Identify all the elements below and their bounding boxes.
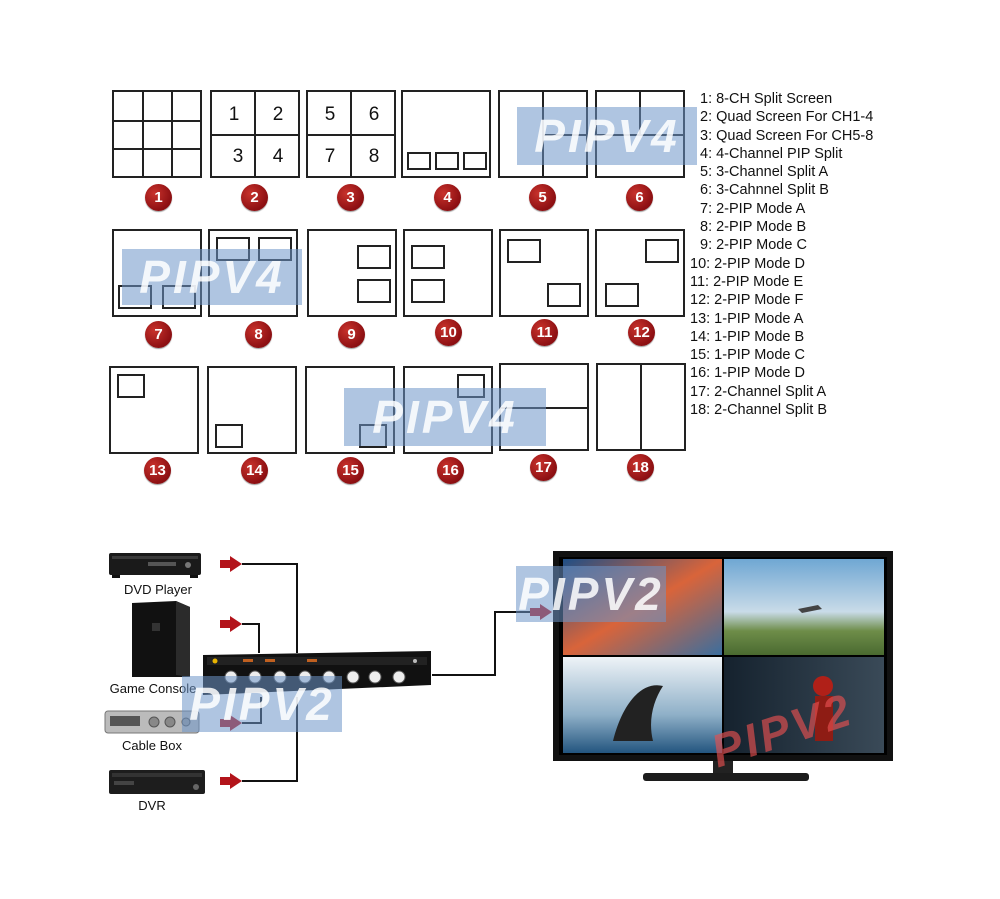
mode-badge-13: 13 bbox=[144, 457, 171, 484]
game-console-label: Game Console bbox=[109, 681, 197, 696]
legend-item: 17: 2-Channel Split A bbox=[690, 383, 827, 400]
mode-badge-5: 5 bbox=[529, 184, 556, 211]
mode-badge-4: 4 bbox=[434, 184, 461, 211]
mode-tile-10 bbox=[403, 229, 493, 317]
mode-tile-13 bbox=[109, 366, 199, 454]
mode-badge-1: 1 bbox=[145, 184, 172, 211]
legend-item: 14: 1-PIP Mode B bbox=[690, 328, 805, 345]
legend-item: 15: 1-PIP Mode C bbox=[690, 347, 805, 364]
mode-tile-11 bbox=[499, 229, 589, 317]
legend-item: 4: 4-Channel PIP Split bbox=[700, 145, 843, 162]
legend-item: 6: 3-Cahnnel Split B bbox=[700, 182, 829, 199]
mode-tile-3: 5 6 7 8 bbox=[306, 90, 396, 178]
dvd-player-icon bbox=[108, 550, 202, 578]
mode-badge-12: 12 bbox=[628, 319, 655, 346]
legend-item: 12: 2-PIP Mode F bbox=[690, 292, 804, 309]
mode-legend: 1: 8-CH Split Screen 2: Quad Screen For … bbox=[688, 90, 873, 419]
legend-item: 11: 2-PIP Mode E bbox=[690, 273, 804, 290]
watermark: PIPV2 bbox=[516, 566, 666, 622]
dvr-label: DVR bbox=[138, 798, 166, 813]
legend-item: 1: 8-CH Split Screen bbox=[700, 91, 833, 107]
mode-tile-1 bbox=[112, 90, 202, 178]
mode-badge-2: 2 bbox=[241, 184, 268, 211]
mode-badge-6: 6 bbox=[626, 184, 653, 211]
watermark: PIPV4 bbox=[122, 249, 302, 305]
mode-badge-14: 14 bbox=[241, 457, 268, 484]
legend-item: 16: 1-PIP Mode D bbox=[690, 365, 805, 382]
mode-badge-16: 16 bbox=[437, 457, 464, 484]
mode-tile-4 bbox=[401, 90, 491, 178]
mode-badge-11: 11 bbox=[531, 319, 558, 346]
watermark: PIPV4 bbox=[344, 388, 546, 446]
mode-badge-7: 7 bbox=[145, 321, 172, 348]
quad-number: 1 bbox=[228, 104, 240, 125]
cable-box-label: Cable Box bbox=[122, 738, 182, 753]
mode-badge-17: 17 bbox=[530, 454, 557, 481]
mode-badge-15: 15 bbox=[337, 457, 364, 484]
quad-number: 7 bbox=[324, 146, 336, 167]
quad-number: 3 bbox=[232, 146, 244, 167]
mode-badge-10: 10 bbox=[435, 319, 462, 346]
legend-item: 9: 2-PIP Mode C bbox=[700, 237, 807, 254]
legend-item: 2: Quad Screen For CH1-4 bbox=[700, 109, 874, 126]
mode-badge-18: 18 bbox=[627, 454, 654, 481]
mode-tile-2: 1 2 3 4 bbox=[210, 90, 300, 178]
arrow-right-icon bbox=[220, 616, 242, 632]
legend-item: 18: 2-Channel Split B bbox=[690, 402, 828, 419]
quad-number: 2 bbox=[272, 104, 284, 125]
watermark: PIPV2 bbox=[182, 676, 342, 732]
legend-item: 5: 3-Channel Split A bbox=[700, 164, 829, 181]
watermark: PIPV4 bbox=[517, 107, 697, 165]
dvr-icon bbox=[108, 767, 206, 797]
arrow-right-icon bbox=[220, 556, 242, 572]
mode-tile-14 bbox=[207, 366, 297, 454]
quad-number: 6 bbox=[368, 104, 380, 125]
quad-number: 5 bbox=[324, 104, 336, 125]
display-mode-grid: 1 1 2 3 4 2 5 6 7 8 3 4 5 6 7 bbox=[109, 90, 697, 484]
mode-tile-18 bbox=[596, 363, 686, 451]
mode-badge-8: 8 bbox=[245, 321, 272, 348]
mode-tile-9 bbox=[307, 229, 397, 317]
quad-number: 4 bbox=[272, 146, 284, 167]
mode-badge-9: 9 bbox=[338, 321, 365, 348]
mode-tile-12 bbox=[595, 229, 685, 317]
tv-monitor bbox=[553, 551, 893, 787]
legend-item: 8: 2-PIP Mode B bbox=[700, 219, 807, 236]
arrow-right-icon bbox=[220, 773, 242, 789]
quad-number: 8 bbox=[368, 146, 380, 167]
mode-badge-3: 3 bbox=[337, 184, 364, 211]
legend-item: 10: 2-PIP Mode D bbox=[690, 255, 805, 272]
legend-item: 13: 1-PIP Mode A bbox=[690, 310, 804, 327]
dvd-player-label: DVD Player bbox=[124, 582, 192, 597]
cable-box-icon bbox=[104, 707, 200, 737]
legend-item: 7: 2-PIP Mode A bbox=[700, 200, 806, 217]
game-console-icon bbox=[124, 599, 194, 679]
legend-item: 3: Quad Screen For CH5-8 bbox=[700, 127, 874, 144]
